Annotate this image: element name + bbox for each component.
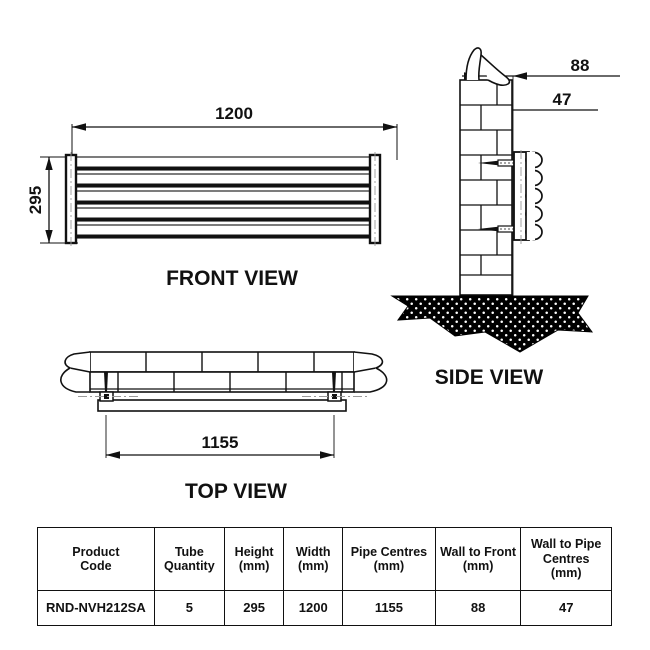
header-line: Tube [174, 544, 204, 559]
cell-product-code: RND-NVH212SA [37, 590, 155, 626]
wall-break-curl [465, 47, 482, 81]
front-tubes [65, 156, 379, 239]
front-tube [65, 207, 379, 222]
dimension-front-height: 295 [26, 156, 78, 244]
header-line: Centres [542, 551, 590, 566]
wall-break-tail [480, 54, 511, 87]
dimension-value-47: 47 [553, 90, 572, 109]
top-view-label: TOP VIEW [185, 480, 287, 503]
header-line: Product [72, 544, 120, 559]
cell-width: 1200 [283, 590, 344, 626]
cell-wall-to-front: 88 [434, 590, 522, 626]
front-view-label: FRONT VIEW [166, 267, 298, 290]
dimension-front-width: 1200 [71, 104, 398, 160]
top-view: 1155 TOP VIEW [60, 351, 388, 503]
top-break-right-lower [354, 367, 388, 393]
header-line: Height [234, 544, 274, 559]
front-tube [65, 190, 379, 205]
cell-height: 295 [223, 590, 285, 626]
dimension-value-295: 295 [26, 186, 45, 214]
cell-wall-to-pipe-centres: 47 [520, 590, 612, 626]
front-tube [65, 173, 379, 188]
header-line: (mm) [462, 559, 494, 573]
dimension-pipe-centres: 1155 [105, 415, 335, 459]
header-width: Width (mm) [283, 527, 344, 591]
front-tube [65, 156, 379, 171]
specification-table: Product Code Tube Quantity Height (mm) W… [37, 527, 612, 626]
header-line: Quantity [163, 559, 215, 573]
header-line: Wall to Front [440, 544, 517, 559]
front-radiator-body [64, 152, 382, 246]
cell-pipe-centres: 1155 [342, 590, 436, 626]
side-tube-ends [525, 151, 543, 241]
front-view: 1200 295 [26, 104, 398, 290]
top-wall [89, 351, 355, 393]
side-view-label: SIDE VIEW [435, 366, 544, 389]
header-line: Wall to Pipe [531, 537, 602, 552]
front-tube [65, 224, 379, 239]
ground-hatch [390, 295, 594, 353]
header-line: Pipe Centres [350, 544, 428, 559]
header-line: (mm) [238, 559, 270, 573]
header-height: Height (mm) [223, 527, 285, 591]
header-product-code: Product Code [37, 527, 155, 591]
dimension-value-1200: 1200 [215, 104, 253, 123]
header-line: (mm) [550, 566, 582, 581]
header-wall-to-pipe-centres: Wall to Pipe Centres (mm) [520, 527, 612, 591]
top-radiator-body [97, 399, 347, 412]
side-wall [459, 79, 513, 296]
header-line: (mm) [297, 559, 329, 573]
header-wall-to-front: Wall to Front (mm) [434, 527, 522, 591]
top-break-left-lower [60, 367, 90, 393]
table-header-row: Product Code Tube Quantity Height (mm) W… [37, 527, 612, 591]
header-tube-quantity: Tube Quantity [153, 527, 225, 591]
dimension-value-88: 88 [571, 56, 590, 75]
dimension-value-1155: 1155 [202, 433, 239, 452]
header-line: (mm) [373, 559, 405, 573]
side-view: 88 47 [390, 47, 620, 389]
header-line: Width [295, 544, 331, 559]
header-line: Code [80, 559, 112, 573]
table-row: RND-NVH212SA 5 295 1200 1155 88 47 [37, 590, 612, 626]
header-pipe-centres: Pipe Centres (mm) [342, 527, 436, 591]
cell-tube-quantity: 5 [153, 590, 225, 626]
